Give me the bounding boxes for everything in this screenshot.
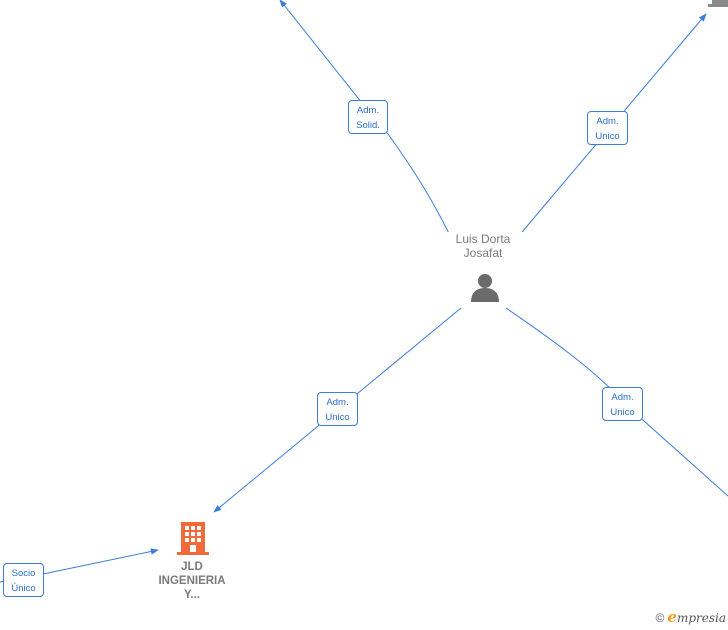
edge-label-adm-solid[interactable]: Adm. Solid.	[348, 100, 388, 134]
company-name-line1: JLD	[181, 561, 203, 573]
edge-label-line2: Solid.	[356, 120, 380, 131]
company-name-line3: Y...	[184, 589, 200, 601]
edge-label-line2: Único	[11, 583, 36, 594]
building-icon[interactable]	[176, 520, 210, 556]
person-name-line2: Josafat	[463, 246, 503, 260]
edge-label-adm-unico-to-company[interactable]: Adm. Unico	[317, 392, 358, 426]
edge-label-line1: Adm.	[611, 392, 634, 403]
edge-line-adm-solid[interactable]	[279, 0, 457, 249]
company-name-line2: INGENIERIA	[158, 575, 226, 587]
edge-label-line1: Adm.	[596, 116, 619, 127]
copyright-symbol: ©	[655, 611, 665, 625]
person-name-line1: Luis Dorta	[455, 232, 511, 246]
edge-label-adm-unico-top-right[interactable]: Adm. Unico	[587, 111, 628, 145]
edge-label-adm-unico-bottom-right[interactable]: Adm. Unico	[602, 387, 643, 421]
edge-label-line1: Adm.	[356, 105, 380, 116]
brand-logo-initial: e	[667, 608, 677, 626]
edge-label-line1: Socio	[11, 568, 36, 579]
empresia-brand[interactable]: ©empresia	[656, 609, 726, 626]
building-icon-partial[interactable]	[706, 0, 728, 8]
company-node-name[interactable]: JLD INGENIERIA Y...	[140, 560, 244, 602]
edge-label-line2: Unico	[610, 407, 635, 418]
edge-label-socio-unico[interactable]: Socio Único	[3, 563, 44, 597]
edge-label-line1: Adm.	[326, 397, 349, 408]
brand-logo-text: mpresia	[676, 611, 726, 625]
person-icon[interactable]	[468, 272, 502, 302]
edge-label-line2: Unico	[325, 412, 350, 423]
person-node-name[interactable]: Luis Dorta Josafat	[441, 232, 525, 260]
edge-label-line2: Unico	[595, 131, 620, 142]
